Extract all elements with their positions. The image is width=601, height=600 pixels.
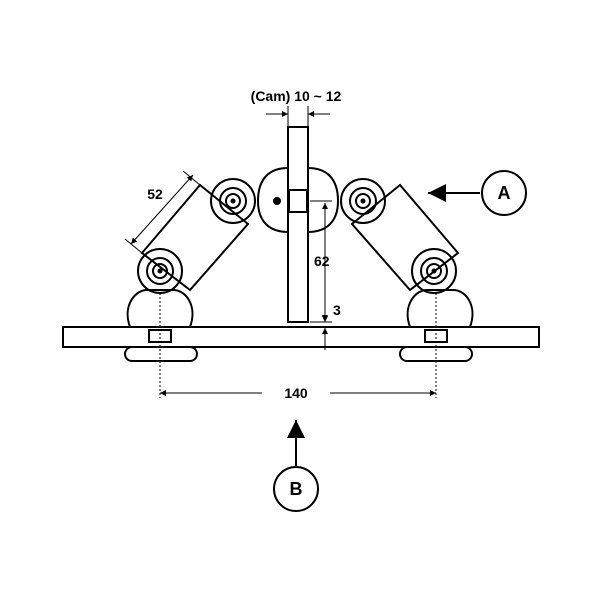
cam-dimension: (Cam) 10 ~ 12	[251, 88, 342, 126]
height-label: 62	[314, 253, 330, 269]
base-bar	[62, 326, 540, 348]
span-label: 140	[284, 385, 308, 401]
offset-label: 3	[333, 302, 341, 318]
arm-length-label: 52	[147, 186, 163, 202]
span-dimension: 140	[159, 293, 437, 401]
cam-gap-label: (Cam) 10 ~ 12	[251, 88, 342, 104]
callout-b: B	[273, 420, 319, 512]
callout-b-label: B	[290, 479, 303, 499]
left-foot	[124, 288, 198, 362]
arm-length-dimension: 52	[124, 170, 201, 254]
center-hub	[256, 166, 340, 234]
callout-a-label: A	[498, 183, 511, 203]
vertical-panel	[287, 126, 309, 323]
right-arm	[340, 178, 460, 294]
callout-a: A	[428, 170, 527, 216]
offset-dimension: 3	[310, 300, 341, 350]
height-dimension: 62	[310, 200, 332, 321]
